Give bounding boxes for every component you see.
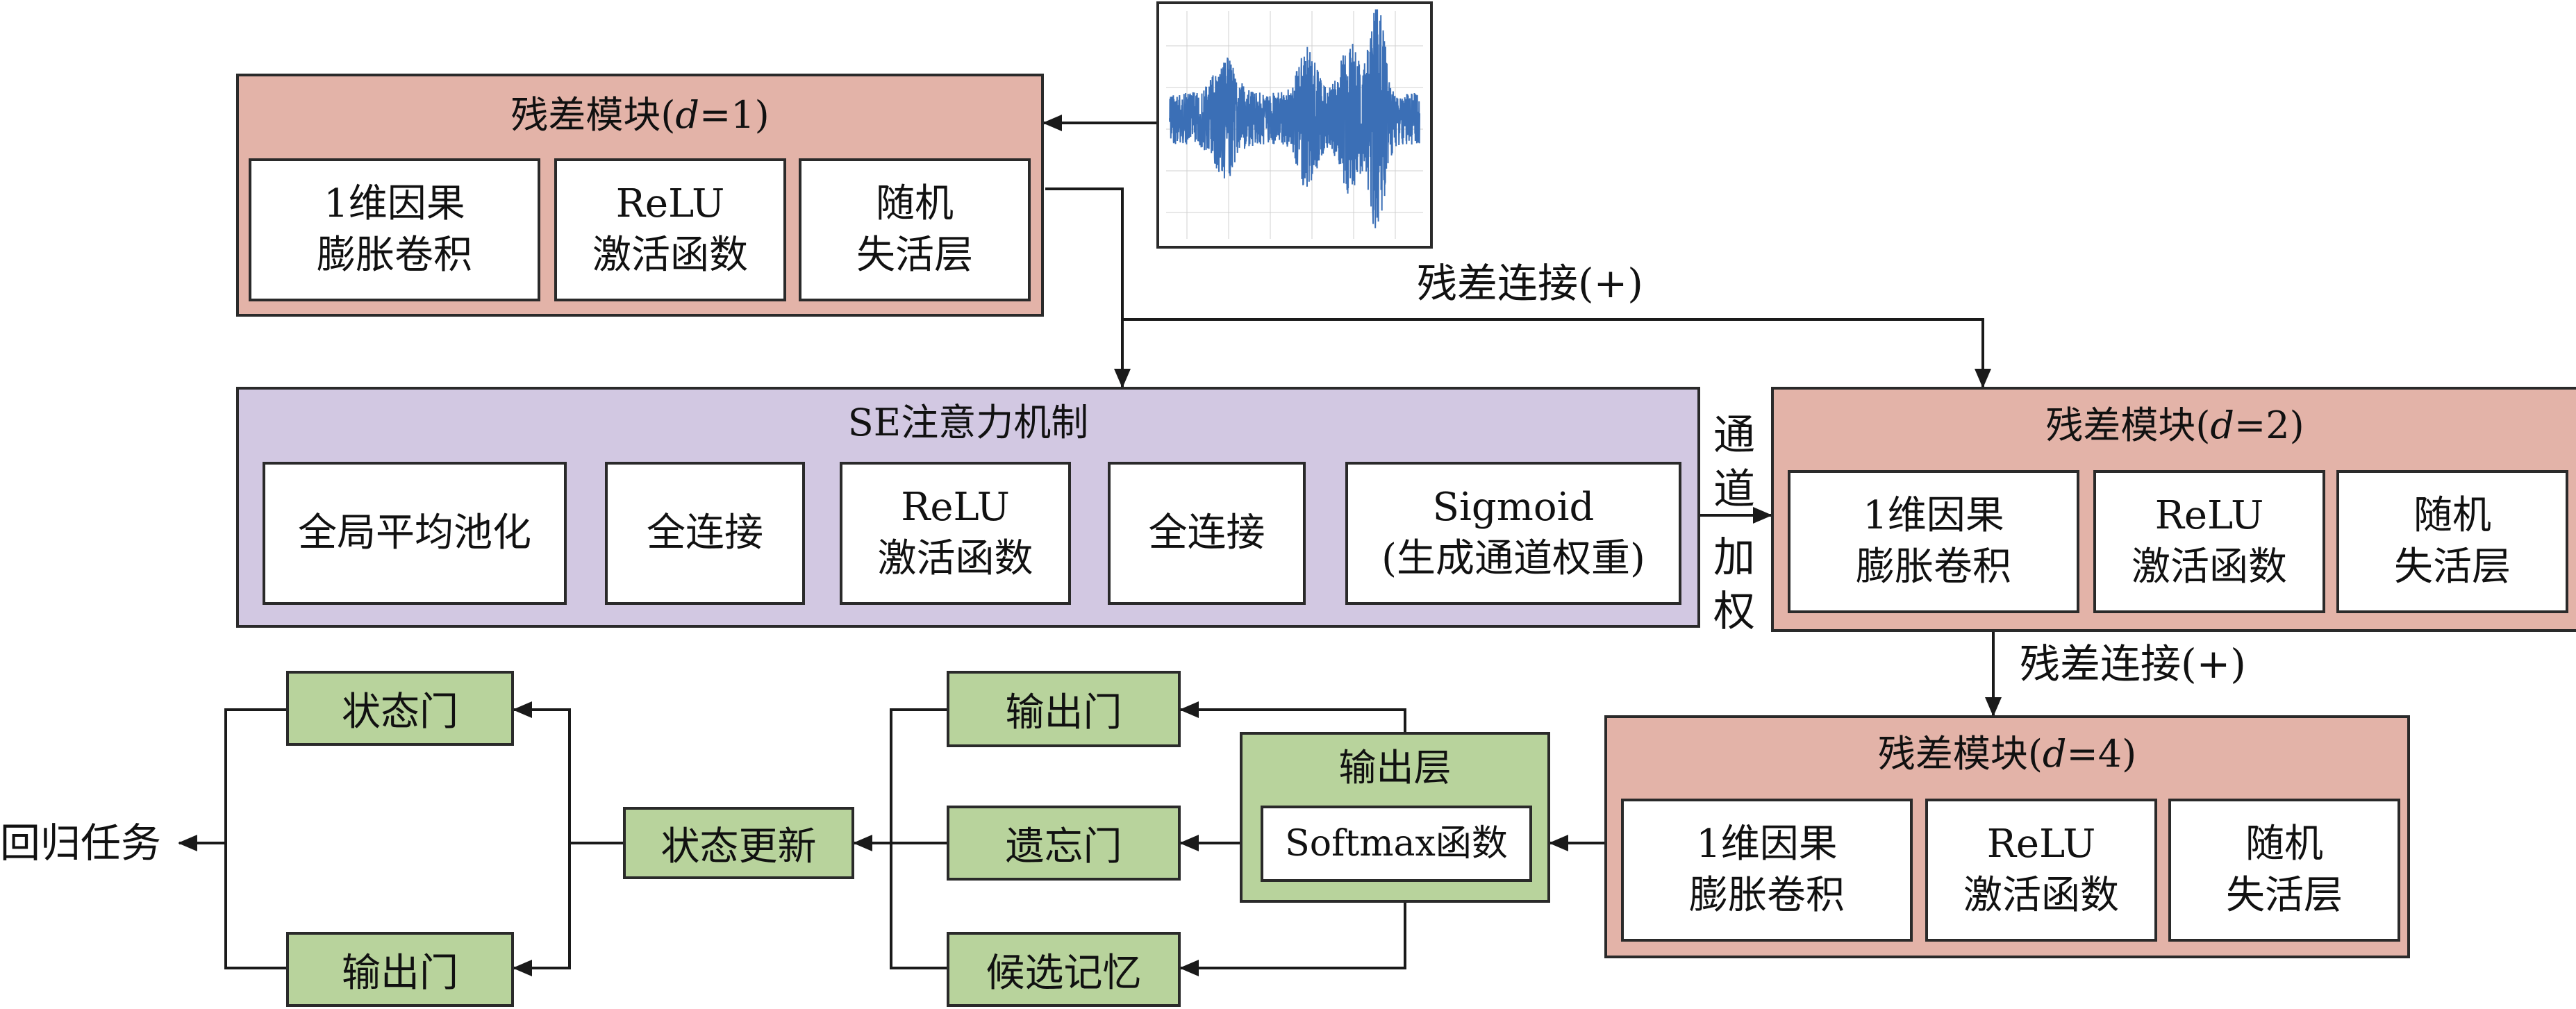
residual-connection-label-mid: 残差连接(+) — [2020, 640, 2246, 687]
relu-cell: ReLU 激活函数 — [1925, 799, 2157, 942]
residual-block-d1-title: 残差模块(d=1) — [510, 93, 770, 137]
softmax-cell: Softmax函数 — [1261, 806, 1532, 882]
causal-dilated-conv-cell: 1维因果 膨胀卷积 — [1621, 799, 1913, 942]
channel-weighting-label: 通 道 加 权 — [1713, 411, 1755, 636]
arrow-residual-to-block2 — [1122, 318, 1991, 388]
arrow-to-stategate — [513, 701, 571, 843]
state-update-box: 状态更新 — [623, 807, 854, 879]
arrow-output-to-candidate — [1179, 903, 1406, 976]
residual-block-d2-title: 残差模块(d=2) — [2045, 403, 2304, 447]
waveform-trace — [1169, 9, 1420, 228]
causal-dilated-conv-cell: 1维因果 膨胀卷积 — [249, 158, 540, 301]
residual-block-d1: 残差模块(d=1) 1维因果 膨胀卷积 ReLU 激活函数 随机 失活层 — [236, 74, 1044, 317]
relu-cell: ReLU 激活函数 — [554, 158, 786, 301]
residual-block-d4-title: 残差模块(d=4) — [1877, 732, 2137, 776]
fc-cell-1: 全连接 — [605, 462, 805, 605]
input-signal-plot — [1156, 1, 1433, 249]
candidate-memory-gate: 候选记忆 — [947, 932, 1181, 1007]
output-layer-title: 输出层 — [1338, 746, 1452, 790]
dropout-cell: 随机 失活层 — [2168, 799, 2400, 942]
sigmoid-cell: Sigmoid (生成通道权重) — [1345, 462, 1681, 605]
global-avg-pool-cell: 全局平均池化 — [263, 462, 567, 605]
causal-dilated-conv-cell: 1维因果 膨胀卷积 — [1788, 470, 2079, 613]
arrow-output-to-outgate — [1179, 701, 1406, 732]
forget-gate: 遗忘门 — [947, 806, 1181, 881]
output-gate-2: 输出门 — [286, 932, 514, 1007]
relu-cell: ReLU 激活函数 — [2093, 470, 2325, 613]
vibration-waveform-icon — [1166, 9, 1423, 239]
fc-cell-2: 全连接 — [1108, 462, 1306, 605]
residual-block-d4: 残差模块(d=4) 1维因果 膨胀卷积 ReLU 激活函数 随机 失活层 — [1604, 715, 2410, 958]
output-layer-block: 输出层 Softmax函数 — [1240, 732, 1550, 903]
regression-task-label: 回归任务 — [0, 819, 162, 867]
state-gate: 状态门 — [286, 671, 514, 746]
residual-connection-label-top: 残差连接(+) — [1417, 260, 1643, 307]
residual-block-d2: 残差模块(d=2) 1维因果 膨胀卷积 ReLU 激活函数 随机 失活层 — [1771, 387, 2576, 632]
arrow-to-outgate2 — [513, 843, 571, 976]
dropout-cell: 随机 失活层 — [799, 158, 1031, 301]
output-gate: 输出门 — [947, 671, 1181, 747]
se-block-title: SE注意力机制 — [847, 401, 1089, 444]
se-attention-block: SE注意力机制 全局平均池化 全连接 ReLU 激活函数 全连接 Sigmoid… — [236, 387, 1700, 628]
dropout-cell: 随机 失活层 — [2336, 470, 2568, 613]
arrow-block1-to-se — [1045, 187, 1131, 388]
se-relu-cell: ReLU 激活函数 — [840, 462, 1071, 605]
